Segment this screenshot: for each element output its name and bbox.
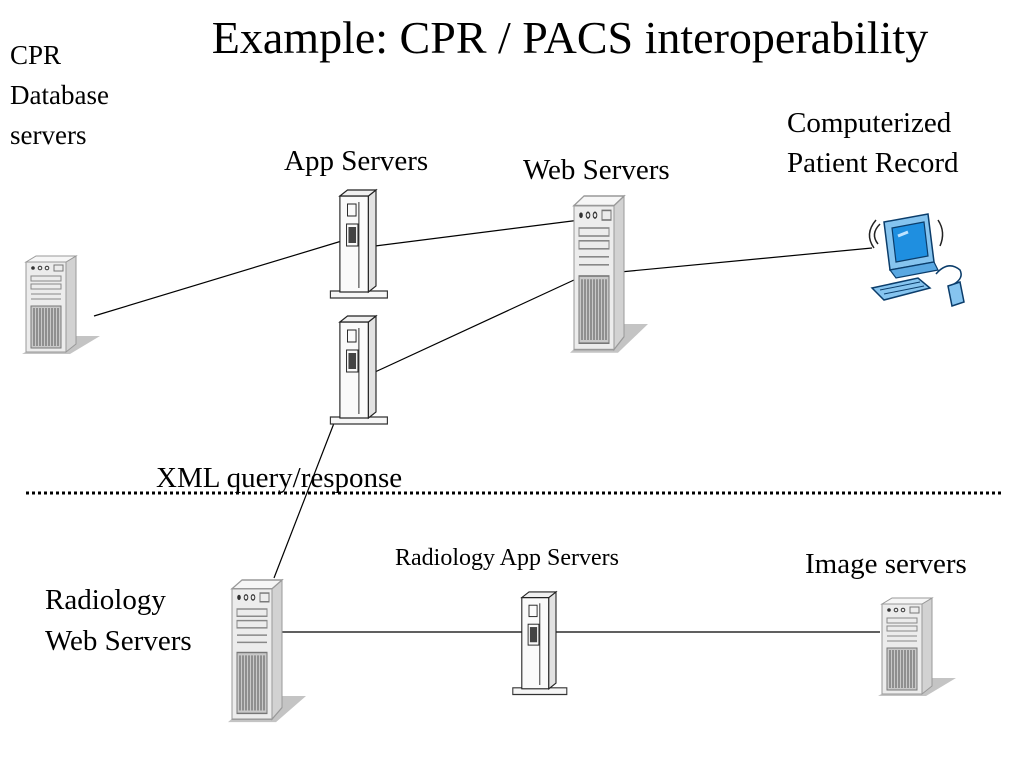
edge-app2-web <box>374 279 575 373</box>
web-servers-label: Web Servers <box>523 154 670 186</box>
edge-app2-radweb <box>273 417 337 579</box>
computerized-patient-record-label: Computerized Patient Record <box>787 107 959 180</box>
cpr-database-servers-label: CPR Database servers <box>10 40 109 150</box>
radiology-web-server-icon <box>227 579 307 723</box>
desktop-computer-icon <box>868 213 965 307</box>
image-servers-label: Image servers <box>805 548 967 580</box>
edge-cpr-db-app <box>93 239 346 317</box>
cpr-db-server-icon <box>21 255 101 355</box>
app-servers-label: App Servers <box>284 145 429 177</box>
image-server-icon <box>877 597 957 697</box>
radiology-app-server-icon <box>512 591 568 696</box>
slide-title: Example: CPR / PACS interoperability <box>211 12 929 63</box>
xml-query-response-label: XML query/response <box>156 462 403 494</box>
web-server-icon <box>569 195 649 354</box>
radiology-app-servers-label: Radiology App Servers <box>395 545 619 571</box>
radiology-web-servers-label: Radiology Web Servers <box>45 584 192 657</box>
app-server-1-icon <box>329 189 388 299</box>
edge-app-web <box>374 219 581 247</box>
edge-web-pc <box>619 247 873 273</box>
